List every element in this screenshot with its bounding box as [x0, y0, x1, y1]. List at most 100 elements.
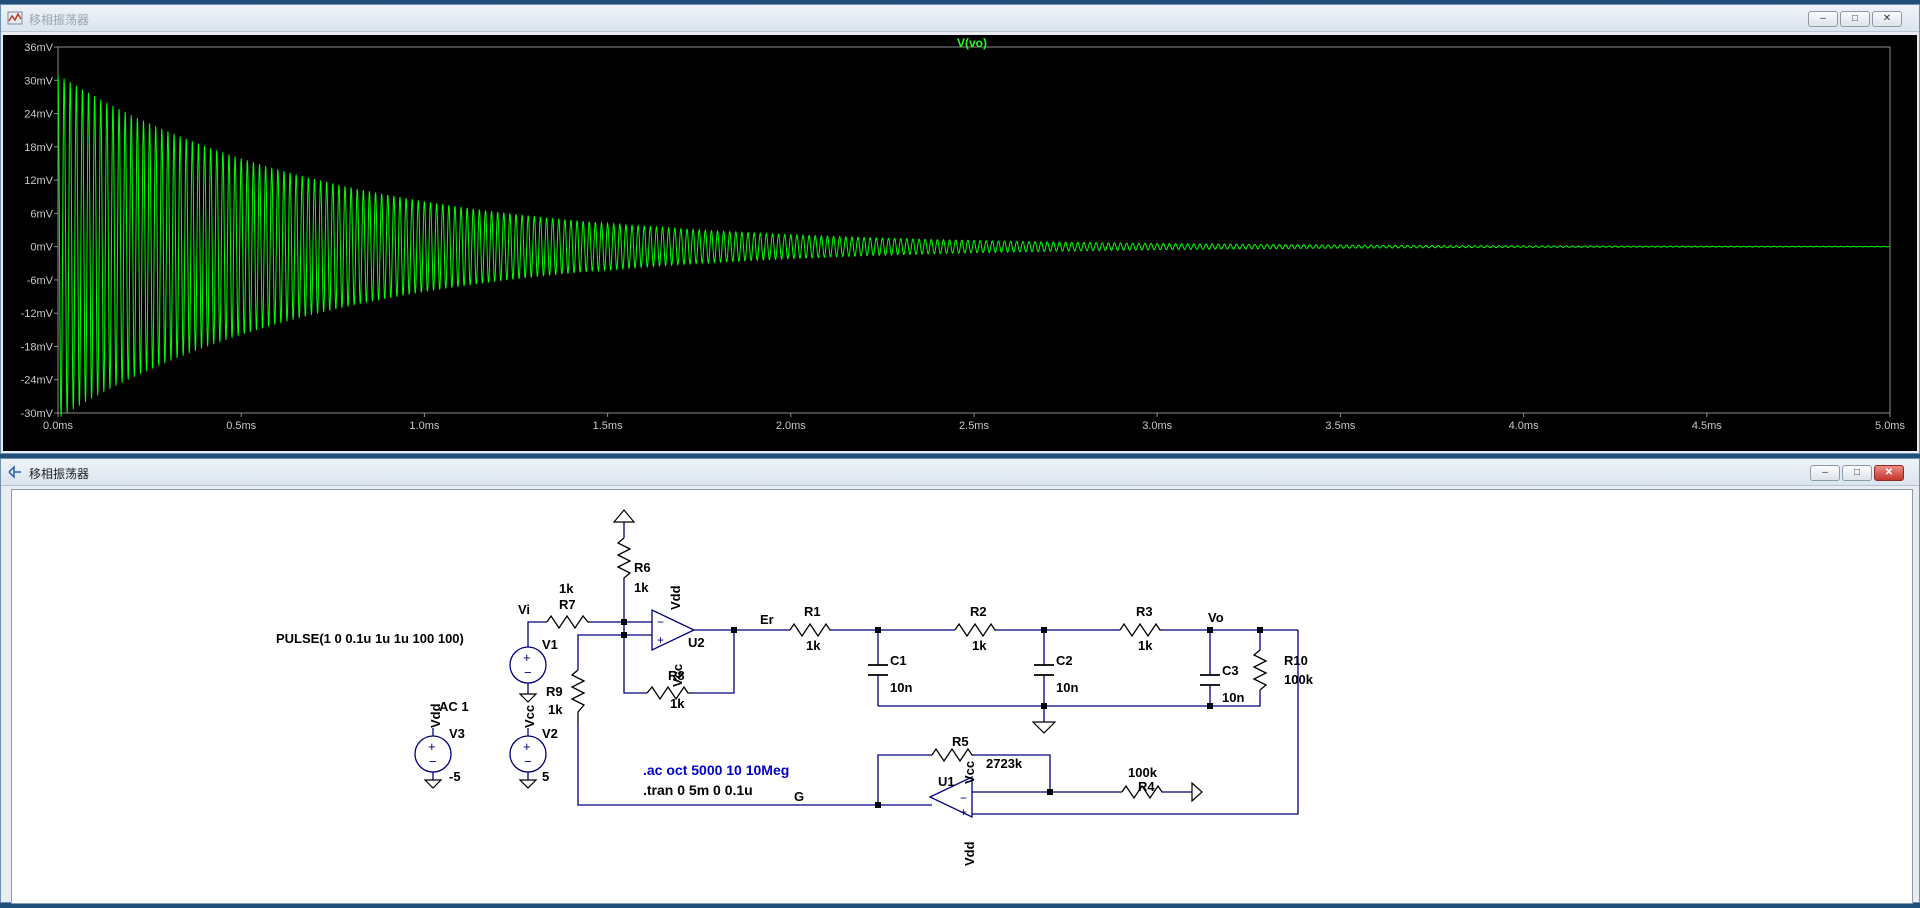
label-r4: R4 — [1138, 779, 1155, 794]
vdd-flag-icon — [612, 509, 636, 523]
label-r3-val: 1k — [1138, 638, 1153, 653]
resistor-r6[interactable] — [616, 537, 632, 580]
y-tick-label-2: 24mV — [24, 109, 53, 121]
label-r10: R10 — [1284, 653, 1308, 668]
schematic-restore-button[interactable]: □ — [1842, 465, 1872, 481]
y-tick-label-3: 18mV — [24, 142, 53, 154]
vo-trace — [57, 74, 1891, 417]
resistors — [546, 537, 1268, 800]
label-vcc-v2: Vcc — [522, 705, 537, 728]
y-tick-label-7: -6mV — [27, 275, 54, 287]
waveform-chart[interactable]: V(vo) 36mV30mV24mV18mV12mV6mV0mV-6mV-12m… — [3, 35, 1917, 451]
junction-1 — [621, 619, 627, 625]
v1-plus: + — [523, 650, 531, 665]
label-er: Er — [760, 612, 774, 627]
v2-plus: + — [523, 739, 531, 754]
waveform-minimize-button[interactable]: – — [1808, 11, 1838, 27]
schematic-minimize-button[interactable]: – — [1810, 465, 1840, 481]
wire-u2-plus — [577, 634, 652, 670]
schematic-drawing[interactable]: − + − + + − + − + − — [12, 490, 1912, 903]
label-vi: Vi — [518, 602, 530, 617]
u2-plus-sign: + — [657, 633, 664, 647]
directive-tran[interactable]: .tran 0 5m 0 0.1u — [643, 782, 753, 798]
label-g: G — [794, 789, 804, 804]
y-tick-label-6: 0mV — [30, 242, 53, 254]
output-port-icon — [1191, 781, 1203, 803]
resistor-r7[interactable] — [546, 614, 592, 630]
x-tick-label-6: 3.0ms — [1142, 420, 1172, 432]
y-tick-label-10: -24mV — [21, 375, 54, 387]
u1-minus-sign: − — [960, 791, 967, 805]
schematic-close-button[interactable]: ✕ — [1874, 465, 1904, 481]
x-tick-label-5: 2.5ms — [959, 420, 989, 432]
label-v3-val: -5 — [449, 769, 461, 784]
source-v2[interactable] — [509, 735, 547, 773]
x-tick-label-10: 5.0ms — [1875, 420, 1905, 432]
waveform-close-button[interactable]: ✕ — [1872, 11, 1902, 27]
trace-label[interactable]: V(vo) — [957, 36, 987, 50]
y-tick-label-9: -18mV — [21, 341, 54, 353]
schematic-canvas[interactable]: − + − + + − + − + − — [11, 489, 1913, 904]
ground-v3-icon — [423, 779, 443, 789]
wire-r5-right — [974, 754, 1051, 792]
opamp-u1[interactable] — [928, 775, 973, 819]
schematic-titlebar[interactable]: 移相振荡器 – □ ✕ — [1, 459, 1919, 486]
y-tick-label-4: 12mV — [24, 175, 53, 187]
label-u2-vdd: Vdd — [668, 585, 683, 610]
wire-vo-feedback — [972, 630, 1299, 815]
label-u2-vcc: Vcc — [670, 664, 685, 687]
wire-r5-left — [877, 754, 932, 805]
wire-vi — [527, 621, 547, 638]
junction-5 — [1041, 627, 1047, 633]
junction-7 — [1257, 627, 1263, 633]
junction-9 — [1207, 703, 1213, 709]
label-pulse[interactable]: PULSE(1 0 0.1u 1u 1u 100 100) — [276, 631, 464, 646]
label-r9: R9 — [546, 684, 563, 699]
plot-frame — [57, 46, 1891, 414]
resistor-r9[interactable] — [570, 669, 586, 722]
label-r4-val: 100k — [1128, 765, 1158, 780]
junction-3 — [731, 627, 737, 633]
v3-plus: + — [428, 739, 436, 754]
label-r7-val: 1k — [559, 581, 574, 596]
label-r6-val: 1k — [634, 580, 649, 595]
label-r9-val: 1k — [548, 702, 563, 717]
label-u1-vdd: Vdd — [962, 841, 977, 866]
resistor-r4[interactable] — [1121, 784, 1164, 800]
source-v1[interactable] — [509, 646, 547, 684]
schematic-window: 移相振荡器 – □ ✕ — [0, 458, 1920, 904]
resistor-r5[interactable] — [931, 747, 974, 763]
grounds — [423, 509, 1203, 803]
label-c3-val: 10n — [1222, 690, 1244, 705]
wires — [432, 522, 1299, 815]
x-tick-label-2: 1.0ms — [409, 420, 439, 432]
label-v2-val: 5 — [542, 769, 549, 784]
opamp-u2[interactable] — [651, 608, 696, 652]
directive-ac[interactable]: .ac oct 5000 10 10Meg — [643, 762, 789, 778]
labels: PULSE(1 0 0.1u 1u 1u 100 100) AC 1 Vi V1… — [276, 560, 1314, 866]
waveform-titlebar[interactable]: 移相振荡器 – □ ✕ — [1, 5, 1919, 32]
label-v3: V3 — [449, 726, 465, 741]
label-ac[interactable]: AC 1 — [439, 699, 469, 714]
label-r8-val: 1k — [670, 696, 685, 711]
source-v3[interactable] — [414, 735, 452, 773]
label-u1-vcc: Vcc — [962, 761, 977, 784]
schematic-window-title: 移相振荡器 — [29, 467, 90, 481]
resistor-r8[interactable] — [646, 685, 692, 701]
label-c1: C1 — [890, 653, 907, 668]
x-tick-label-9: 4.5ms — [1692, 420, 1722, 432]
label-r5: R5 — [952, 734, 969, 749]
resistor-r2[interactable] — [954, 622, 997, 638]
label-vdd-v3: Vdd — [428, 703, 443, 728]
label-r1-val: 1k — [806, 638, 821, 653]
resistor-r3[interactable] — [1119, 622, 1162, 638]
waveform-restore-button[interactable]: □ — [1840, 11, 1870, 27]
x-tick-label-7: 3.5ms — [1325, 420, 1355, 432]
resistor-r10[interactable] — [1252, 649, 1268, 691]
label-u1: U1 — [938, 774, 955, 789]
label-r7: R7 — [559, 597, 576, 612]
sources — [414, 646, 547, 773]
resistor-r1[interactable] — [789, 622, 832, 638]
